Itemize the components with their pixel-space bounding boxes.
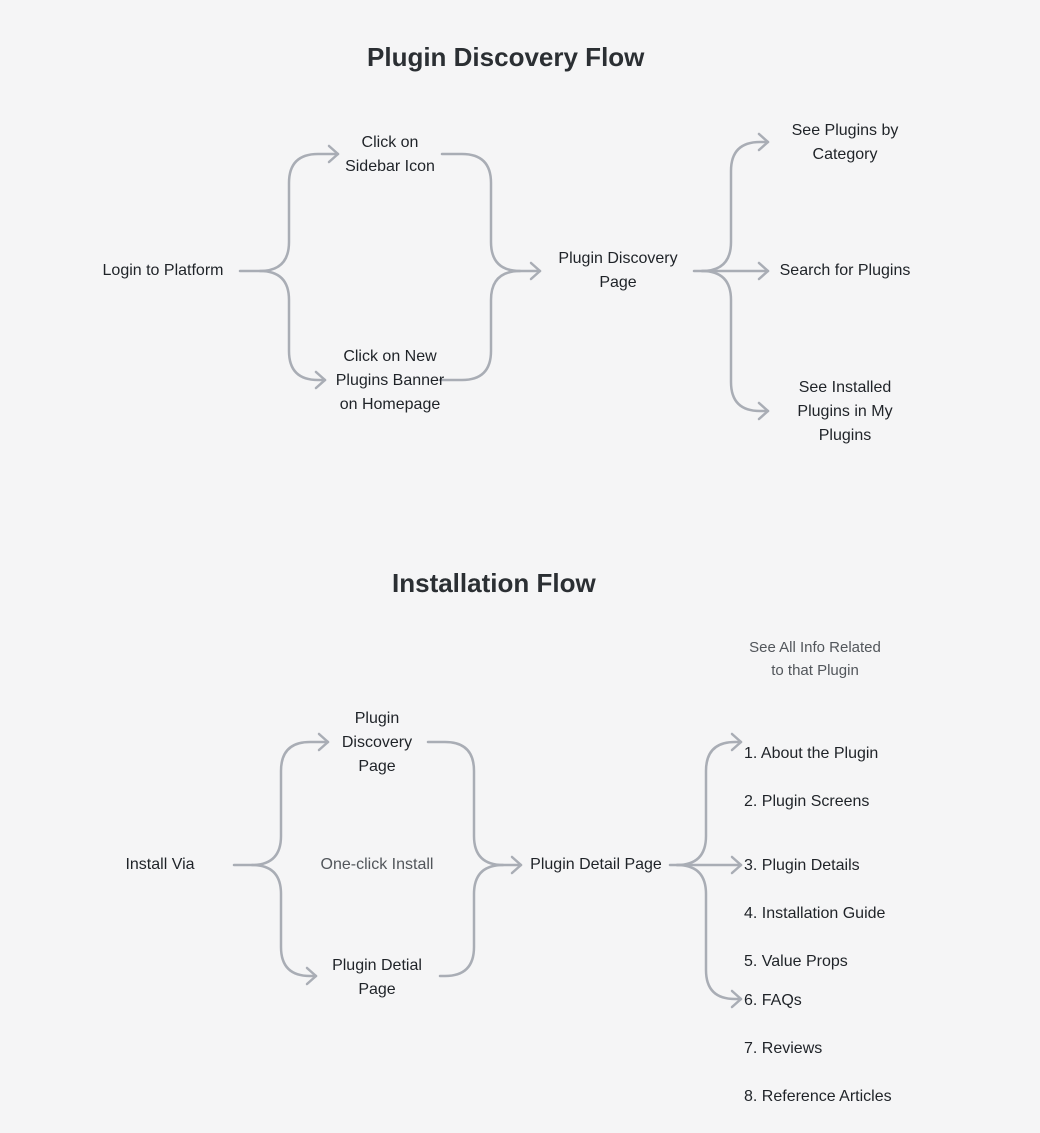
login-node: Login to Platform bbox=[102, 262, 224, 279]
info-heading: See All Info Related to that Plugin bbox=[749, 639, 881, 679]
connector-detail-to-info bbox=[668, 740, 743, 867]
connector-login-to-entries-lower bbox=[258, 269, 327, 382]
info-item-reference-articles: 8. Reference Articles bbox=[744, 1088, 892, 1105]
flow-connectors bbox=[232, 132, 770, 1009]
installed-plugins-node: See Installed Plugins in My Plugins bbox=[797, 379, 893, 444]
arrowhead-sidebar bbox=[327, 144, 340, 164]
info-item-reviews: 7. Reviews bbox=[744, 1040, 823, 1057]
connector-hub-to-outcomes-lower bbox=[700, 269, 770, 413]
info-item-value-props: 5. Value Props bbox=[744, 953, 848, 970]
install-entry-detail-page: Plugin Detial Page bbox=[332, 957, 422, 998]
discovery-flow-title: Plugin Discovery Flow bbox=[367, 42, 645, 72]
install-entry-discovery-page: Plugin Discovery Page bbox=[341, 710, 413, 775]
info-group-3: 6. FAQs 7. Reviews 8. Reference Articles bbox=[744, 965, 892, 1133]
arrowhead-info-3 bbox=[730, 989, 743, 1009]
arrowhead-hub bbox=[529, 261, 542, 281]
info-group-1: 1. About the Plugin 2. Plugin Screens bbox=[744, 718, 878, 838]
info-item-installation-guide: 4. Installation Guide bbox=[744, 905, 886, 922]
arrowhead-search bbox=[757, 261, 770, 281]
arrowhead-info-1 bbox=[730, 732, 743, 752]
connector-detail-to-info-lower bbox=[675, 863, 743, 1001]
plugin-discovery-page-node: Plugin Discovery Page bbox=[558, 250, 678, 291]
search-plugins-node: Search for Plugins bbox=[779, 262, 911, 279]
connector-install-to-entries bbox=[232, 740, 330, 867]
connector-entries-to-detail-lower bbox=[438, 863, 505, 978]
sidebar-icon-node: Click on Sidebar Icon bbox=[345, 134, 435, 175]
install-via-node: Install Via bbox=[125, 856, 195, 873]
connector-entries-to-hub bbox=[440, 152, 542, 273]
arrowhead-discovery-entry bbox=[317, 732, 330, 752]
connector-entries-to-detail bbox=[426, 740, 523, 867]
info-item-screens: 2. Plugin Screens bbox=[744, 793, 870, 810]
installation-flow-title: Installation Flow bbox=[392, 568, 596, 598]
connector-hub-to-outcomes bbox=[692, 140, 770, 273]
arrowhead-detail-entry bbox=[305, 966, 318, 986]
info-item-faqs: 6. FAQs bbox=[744, 992, 802, 1009]
info-item-details: 3. Plugin Details bbox=[744, 857, 860, 874]
arrowhead-info-2 bbox=[730, 855, 743, 875]
arrowhead-banner bbox=[314, 370, 327, 390]
connector-install-to-entries-lower bbox=[250, 863, 318, 978]
info-item-about: 1. About the Plugin bbox=[744, 745, 879, 762]
plugins-by-category-node: See Plugins by Category bbox=[791, 122, 899, 163]
connector-login-to-entries bbox=[238, 152, 340, 273]
plugin-detail-page-node: Plugin Detail Page bbox=[530, 856, 662, 873]
connector-entries-to-hub-lower bbox=[438, 269, 522, 382]
arrowhead-detail-page bbox=[510, 855, 523, 875]
info-group-2: 3. Plugin Details 4. Installation Guide … bbox=[744, 830, 885, 998]
install-entry-one-click: One-click Install bbox=[320, 856, 434, 873]
arrowhead-category bbox=[757, 132, 770, 152]
arrowhead-installed bbox=[757, 401, 770, 421]
new-plugins-banner-node: Click on New Plugins Banner on Homepage bbox=[335, 348, 445, 413]
